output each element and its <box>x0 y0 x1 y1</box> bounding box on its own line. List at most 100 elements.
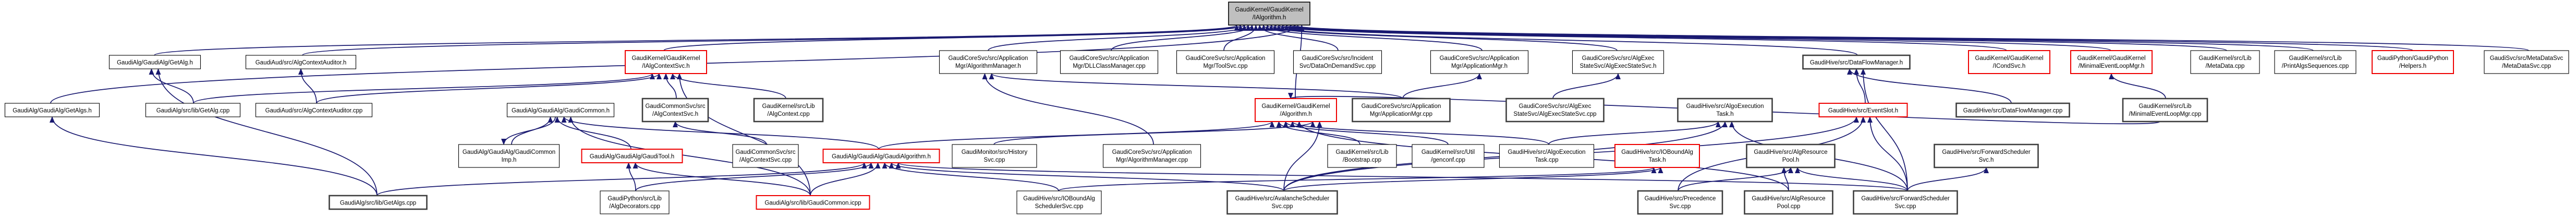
node-box[interactable] <box>1746 143 1836 168</box>
node-box[interactable] <box>600 190 670 214</box>
graph-node-eventslot-h[interactable]: GaudiHive/src/EventSlot.h <box>1818 103 1908 117</box>
node-box[interactable] <box>1614 144 1700 168</box>
node-box[interactable] <box>2190 50 2260 74</box>
graph-node-gaudicommon-h[interactable]: GaudiAlg/GaudiAlg/GaudiCommon.h <box>506 103 615 117</box>
node-box[interactable] <box>1744 190 1833 215</box>
node-box[interactable] <box>1293 50 1382 74</box>
node-box[interactable] <box>506 103 615 117</box>
graph-node-algctxsvc-cpp[interactable]: GaudiCommonSvc/src/AlgContextSvc.cpp <box>732 144 799 168</box>
node-box[interactable] <box>245 55 357 69</box>
node-box[interactable] <box>2372 50 2454 74</box>
graph-node-metadata-cpp[interactable]: GaudiKernel/src/Lib/MetaData.cpp <box>2190 50 2260 74</box>
graph-node-algctx-cpp[interactable]: GaudiKernel/src/Lib/AlgContext.cpp <box>753 98 824 123</box>
node-box[interactable] <box>641 98 709 123</box>
graph-node-algorithm-h[interactable]: GaudiKernel/GaudiKernel/Algorithm.h <box>1255 98 1337 122</box>
node-box[interactable] <box>108 55 201 69</box>
node-box[interactable] <box>4 103 100 117</box>
graph-node-gauditool-h[interactable]: GaudiAlg/GaudiAlg/GaudiTool.h <box>581 149 683 163</box>
node-box[interactable] <box>822 149 940 163</box>
node-box[interactable] <box>255 103 373 117</box>
node-box[interactable] <box>1176 50 1275 74</box>
node-box[interactable] <box>145 103 241 117</box>
graph-node-genconf-cpp[interactable]: GaudiKernel/src/Util/genconf.cpp <box>1412 144 1485 168</box>
graph-node-algctxsvc-h[interactable]: GaudiCommonSvc/src/AlgContextSvc.h <box>641 98 709 123</box>
graph-node-algctxaud-cpp[interactable]: GaudiAud/src/AlgContextAuditor.cpp <box>255 103 373 117</box>
graph-node-getalg-h[interactable]: GaudiAlg/GaudiAlg/GetAlg.h <box>108 55 201 69</box>
node-box[interactable] <box>1352 98 1451 123</box>
node-box[interactable] <box>753 98 824 123</box>
graph-node-metadatasvc-cpp[interactable]: GaudiSvc/src/MetaDataSvc/MetaDataSvc.cpp <box>2484 50 2569 74</box>
graph-node-icondsvc-h[interactable]: GaudiKernel/GaudiKernel/ICondSvc.h <box>1968 50 2050 74</box>
node-box[interactable] <box>1226 190 1338 215</box>
node-box[interactable] <box>1572 50 1664 74</box>
node-box[interactable] <box>1102 144 1201 168</box>
node-box[interactable] <box>756 195 870 210</box>
node-box[interactable] <box>1499 144 1595 168</box>
node-box[interactable] <box>625 50 707 74</box>
node-box[interactable] <box>1677 98 1773 123</box>
node-box[interactable] <box>1060 50 1159 74</box>
graph-node-algctxaud-h[interactable]: GaudiAud/src/AlgContextAuditor.h <box>245 55 357 69</box>
node-box[interactable] <box>1637 190 1723 215</box>
node-box[interactable] <box>1505 98 1605 123</box>
graph-node-algdecorators-cpp[interactable]: GaudiPython/src/Lib/AlgDecorators.cpp <box>600 190 670 214</box>
node-box[interactable] <box>1327 144 1397 168</box>
node-box[interactable] <box>2070 50 2153 74</box>
node-box[interactable] <box>1818 103 1908 117</box>
graph-node-dataflowmgr-h[interactable]: GaudiHive/src/DataFlowManager.h <box>1802 54 1911 70</box>
graph-node-getalgs-cpp[interactable]: GaudiAlg/src/lib/GetAlgs.cpp <box>329 195 428 210</box>
node-box[interactable] <box>458 144 560 168</box>
node-box[interactable] <box>2484 50 2569 74</box>
graph-node-minevtloop-h[interactable]: GaudiKernel/GaudiKernel/MinimalEventLoop… <box>2070 50 2153 74</box>
node-box[interactable] <box>1412 144 1485 168</box>
node-box[interactable] <box>1016 190 1102 214</box>
graph-node-bootstrap-cpp[interactable]: GaudiKernel/src/Lib/Bootstrap.cpp <box>1327 144 1397 168</box>
node-box[interactable] <box>1802 54 1911 70</box>
graph-node-gaudicommon-icpp[interactable]: GaudiAlg/src/lib/GaudiCommon.icpp <box>756 195 870 210</box>
node-box[interactable] <box>1934 143 2039 168</box>
graph-node-dataflowmgr-cpp[interactable]: GaudiHive/src/DataFlowManager.cpp <box>1955 102 2070 118</box>
graph-node-getalgs-h[interactable]: GaudiAlg/GaudiAlg/GetAlgs.h <box>4 103 100 117</box>
node-box[interactable] <box>952 144 1037 168</box>
graph-node-root[interactable]: GaudiKernel/GaudiKernel/IAlgorithm.h <box>1228 2 1310 26</box>
node-box[interactable] <box>732 144 799 168</box>
node-box[interactable] <box>1853 190 1958 215</box>
node-box[interactable] <box>2274 50 2356 74</box>
graph-node-printalgs-cpp[interactable]: GaudiKernel/src/Lib/PrintAlgsSequences.c… <box>2274 50 2356 74</box>
graph-node-ialgctxsvc-h[interactable]: GaudiKernel/GaudiKernel/IAlgContextSvc.h <box>625 50 707 74</box>
node-box[interactable] <box>1430 50 1529 74</box>
graph-node-gaudialgorithm-h[interactable]: GaudiAlg/GaudiAlg/GaudiAlgorithm.h <box>822 149 940 163</box>
graph-node-minevtloop-cpp[interactable]: GaudiKernel/src/Lib/MinimalEventLoopMgr.… <box>2122 98 2208 123</box>
node-box[interactable] <box>1955 102 2070 118</box>
node-box[interactable] <box>329 195 428 210</box>
node-box[interactable] <box>2122 98 2208 123</box>
graph-node-helpers-h[interactable]: GaudiPython/GaudiPython/Helpers.h <box>2372 50 2454 74</box>
node-box[interactable] <box>1255 98 1337 122</box>
node-box[interactable] <box>1968 50 2050 74</box>
node-box[interactable] <box>1228 2 1310 26</box>
graph-node-getalg-cpp[interactable]: GaudiAlg/src/lib/GetAlg.cpp <box>145 103 241 117</box>
node-box[interactable] <box>581 149 683 163</box>
node-box[interactable] <box>939 50 1038 74</box>
